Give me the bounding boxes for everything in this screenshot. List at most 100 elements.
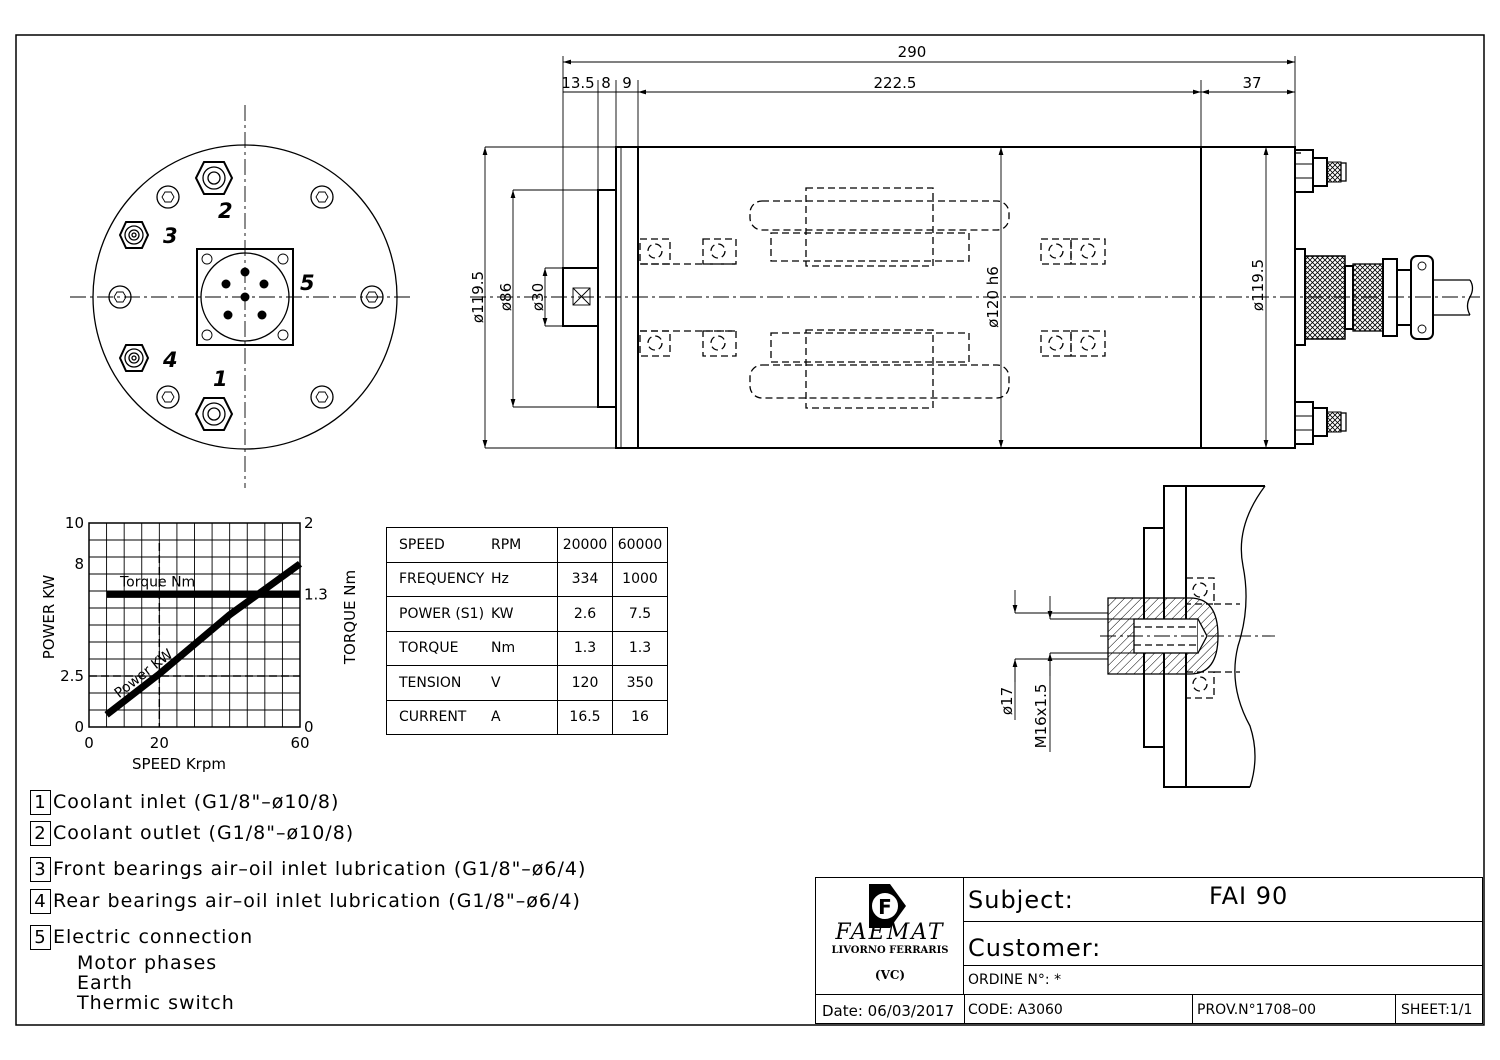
port-label-4: 4 (162, 348, 178, 372)
dim-thread: M16x1.5 (1032, 684, 1050, 749)
spec-value: 334 (557, 561, 613, 597)
spec-param-unit: V (491, 674, 501, 691)
faemat-logo: F (869, 884, 906, 928)
coolant-fitting-inlet (194, 397, 234, 431)
spec-value: 1000 (612, 561, 668, 597)
side-view: 290 13.5 8 9 222.5 37 ø119.5 ø86 ø30 ø12… (469, 43, 1480, 449)
spec-param-unit: RPM (491, 536, 522, 553)
dim-seg-3: 9 (622, 74, 632, 92)
legend-text: Coolant inlet (G1/8"–ø10/8) (53, 791, 340, 813)
legend-number: 2 (30, 821, 51, 846)
spec-param-name: TENSION (399, 674, 462, 691)
air-oil-fitting-rear (118, 344, 150, 372)
subject-row: Subject: FAI 90 (964, 878, 1482, 922)
y-left-tick-label: 10 (65, 514, 84, 532)
dim-seg-2: 8 (601, 74, 611, 92)
spec-value: 350 (612, 665, 668, 701)
prov-field: PROV.N°1708–00 (1197, 1002, 1317, 1018)
rear-electric-plug (1294, 248, 1474, 346)
chart-xlabel: SPEED Krpm (132, 755, 226, 773)
front-view: 2 3 5 4 1 (70, 105, 412, 488)
spec-table-row: TENSION V 120 350 (386, 665, 668, 701)
spec-header-v2: 60000 (612, 527, 668, 563)
dim-overall-length: 290 (898, 43, 927, 61)
title-block: FAEMAT LIVORNO FERRARIS (VC) Subject: FA… (815, 877, 1483, 1024)
legend-text: Front bearings air–oil inlet lubrication… (53, 858, 587, 880)
customer-label: Customer: (968, 934, 1102, 962)
spec-param-name: SPEED (399, 536, 445, 553)
company-province: (VC) (874, 968, 906, 982)
spec-value: 120 (557, 665, 613, 701)
legend-number: 1 (30, 790, 51, 815)
series-line-power (104, 560, 303, 718)
y-left-tick-label: 8 (74, 555, 84, 573)
dim-dia-flange: ø86 (497, 283, 515, 311)
legend-text: Rear bearings air–oil inlet lubrication … (53, 890, 581, 912)
legend-text: Coolant outlet (G1/8"–ø10/8) (53, 822, 355, 844)
dim-dia-bore: ø17 (998, 687, 1016, 715)
spec-param-name: FREQUENCY (399, 571, 485, 588)
dim-rear-length: 37 (1242, 74, 1261, 92)
side-dimensions: 290 13.5 8 9 222.5 37 ø119.5 ø86 ø30 ø12… (469, 43, 1296, 449)
spec-value: 2.6 (557, 596, 613, 632)
dim-dia-rear: ø119.5 (1249, 259, 1267, 311)
x-tick-label: 60 (290, 734, 309, 752)
spec-table-header: SPEED RPM 20000 60000 (386, 527, 668, 563)
legend-text: Electric connection (53, 926, 254, 948)
spec-param-unit: Hz (491, 571, 509, 588)
dim-dia-body: ø120 h6 (984, 266, 1002, 328)
air-oil-fitting-front (118, 221, 150, 249)
chart-ylabel-left: POWER KW (40, 575, 58, 660)
y-right-tick-label: 1.3 (304, 585, 328, 603)
spec-param-unit: Nm (491, 640, 516, 657)
electric-connector (196, 248, 294, 346)
dim-seg-1: 13.5 (561, 74, 594, 92)
legend-number: 5 (30, 925, 51, 950)
dim-dia-shaft: ø30 (529, 283, 547, 311)
order-row: ORDINE N°: * (964, 966, 1482, 994)
dim-body-length: 222.5 (874, 74, 917, 92)
legend-number: 3 (30, 857, 51, 882)
series-label: Torque Nm (119, 574, 195, 590)
spec-param-name: TORQUE (399, 640, 459, 657)
x-tick-label: 20 (150, 734, 169, 752)
x-tick-label: 0 (84, 734, 94, 752)
subject-value: FAI 90 (1209, 882, 1289, 910)
spec-header-v1: 20000 (557, 527, 613, 563)
spec-value: 7.5 (612, 596, 668, 632)
spec-param-unit: A (491, 709, 501, 726)
customer-row: Customer: (964, 922, 1482, 966)
spec-table-row: CURRENT A 16.5 16 (386, 699, 668, 735)
legend-sub-item: Earth (77, 972, 133, 994)
port-label-2: 2 (218, 199, 233, 223)
logo-letter: F (878, 895, 892, 919)
spec-table: SPEED RPM 20000 60000 FREQUENCY Hz 334 100… (386, 527, 668, 735)
order-label: ORDINE N°: * (968, 972, 1062, 988)
spec-param-name: CURRENT (399, 709, 467, 726)
y-left-tick-label: 2.5 (60, 667, 84, 685)
coolant-fitting-outlet (194, 161, 234, 195)
internal-bearings (639, 238, 1106, 357)
sheet-field: SHEET:1/1 (1401, 1002, 1473, 1018)
port-label-3: 3 (163, 224, 178, 248)
spec-value: 16 (612, 699, 668, 735)
subject-label: Subject: (968, 886, 1074, 914)
rear-coolant-fittings (1294, 149, 1347, 445)
spec-param-name: POWER (S1) (399, 605, 485, 622)
mounting-holes (108, 185, 384, 409)
port-label-1: 1 (213, 367, 228, 391)
chart-ylabel-right: TORQUE Nm (341, 570, 359, 665)
spec-value: 16.5 (557, 699, 613, 735)
dim-dia-front: ø119.5 (469, 271, 487, 323)
company-name: FAEMAT (835, 920, 945, 945)
company-city: LIVORNO FERRARIS (831, 945, 949, 956)
spec-table-row: FREQUENCY Hz 334 1000 (386, 561, 668, 597)
